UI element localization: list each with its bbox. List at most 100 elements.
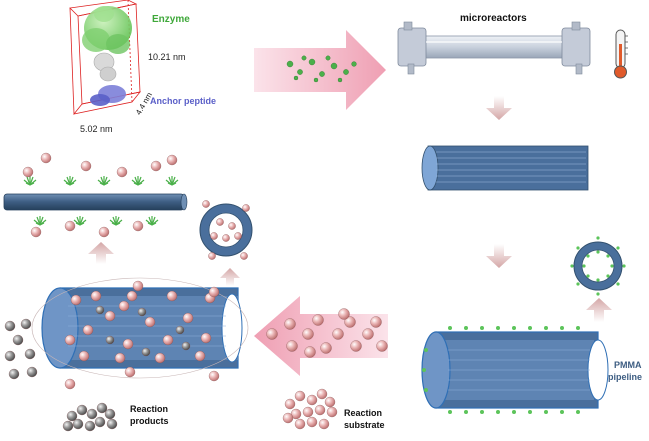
substrate-ball <box>122 338 134 350</box>
enzyme-decorated-rod <box>3 193 188 211</box>
substrate-ball <box>320 342 332 354</box>
products-cluster <box>62 402 118 432</box>
reaction-products-label-line1: Reaction <box>130 404 169 414</box>
substrate-ball <box>116 166 128 178</box>
substrate-ball <box>126 290 138 302</box>
substrate-ball <box>154 352 166 364</box>
pmma-label-line2: pipeline <box>608 372 643 382</box>
product-ball <box>137 307 147 317</box>
product-ball <box>84 420 96 432</box>
substrate-ball <box>208 370 220 382</box>
product-ball <box>8 368 20 380</box>
down-arrow-1 <box>486 96 512 120</box>
substrate-ball <box>350 340 362 352</box>
product-ball <box>76 404 88 416</box>
substrate-ball <box>30 226 42 238</box>
anchor-peptide-label: Anchor peptide <box>150 96 217 106</box>
substrate-ball <box>240 252 248 260</box>
substrate-ball <box>64 378 76 390</box>
substrate-ball <box>182 312 194 324</box>
down-arrow-2 <box>486 244 512 268</box>
product-ball <box>12 334 24 346</box>
substrate-ball <box>216 218 224 226</box>
substrate-ball <box>306 394 318 406</box>
substrate-ball <box>324 396 336 408</box>
substrate-ball <box>294 390 306 402</box>
product-ball <box>20 318 32 330</box>
substrate-ball <box>98 226 110 238</box>
microreactor-tube <box>397 21 591 75</box>
substrate-ball <box>132 220 144 232</box>
substrate-ball <box>228 222 236 230</box>
free-products <box>4 318 38 380</box>
substrate-ball <box>370 316 382 328</box>
product-ball <box>95 305 105 315</box>
product-ball <box>141 347 151 357</box>
substrate-ball <box>312 314 324 326</box>
product-ball <box>104 408 116 420</box>
height-dimension-label: 10.21 nm <box>148 52 186 62</box>
enzyme-sprig <box>109 216 123 226</box>
substrate-ball <box>242 204 250 212</box>
reaction-products-label-line2: products <box>130 416 169 426</box>
product-ball <box>26 366 38 378</box>
substrate-ball <box>208 252 216 260</box>
substrate-ball <box>338 308 350 320</box>
reactor-cutaway <box>421 145 589 191</box>
enzyme-sprig <box>33 216 47 226</box>
substrate-ball <box>286 340 298 352</box>
pipeline-cross-section-right <box>570 236 626 296</box>
substrate-ball <box>294 418 306 430</box>
substrate-ball <box>362 328 374 340</box>
product-ball <box>94 416 106 428</box>
substrate-ball <box>70 294 82 306</box>
arrow-substrate-into-reactor <box>254 296 388 376</box>
enzyme-sprig <box>145 216 159 226</box>
substrate-ball <box>302 406 314 418</box>
pmma-pipeline <box>421 326 609 414</box>
reaction-substrate-label-line2: substrate <box>344 420 385 430</box>
substrate-ball <box>104 310 116 322</box>
substrate-ball <box>306 416 318 428</box>
product-ball <box>181 341 191 351</box>
substrate-ball <box>234 232 242 240</box>
substrate-ball <box>132 280 144 292</box>
product-ball <box>72 418 84 430</box>
up-arrow-pmma <box>586 298 612 322</box>
enzyme-sprig <box>73 216 87 226</box>
substrate-ball <box>22 166 34 178</box>
product-ball <box>86 408 98 420</box>
substrate-ball <box>332 328 344 340</box>
substrate-ball <box>200 332 212 344</box>
substrate-ball <box>64 220 76 232</box>
enzyme-sprig <box>97 176 111 186</box>
anchor-peptide-blob <box>90 85 126 106</box>
pipeline-cross-section-left <box>199 203 253 257</box>
arrow-enzyme-to-reactor <box>254 30 386 110</box>
substrate-ball <box>144 316 156 328</box>
microreactors-label: microreactors <box>460 13 527 24</box>
substrate-ball <box>344 316 356 328</box>
substrate-ball <box>40 152 52 164</box>
substrate-cluster <box>282 388 338 430</box>
immobilized-enzymes <box>422 326 580 414</box>
enzyme-protein-blob <box>82 6 132 54</box>
pmma-label-line1: PMMA <box>614 360 642 370</box>
substrate-ball <box>326 406 338 418</box>
substrate-ball <box>124 366 136 378</box>
linker-segment <box>93 52 117 82</box>
enzyme-sprig <box>63 176 77 186</box>
substrate-ball <box>82 324 94 336</box>
up-arrow-ring-left <box>220 268 240 286</box>
substrate-ball <box>114 352 126 364</box>
enzyme-sprig <box>165 176 179 186</box>
substrate-ball <box>282 412 294 424</box>
enzyme-sprig <box>23 176 37 186</box>
product-ball <box>62 420 74 432</box>
substrate-ball <box>194 350 206 362</box>
product-ball <box>66 410 78 422</box>
enzyme-label: Enzyme <box>152 14 190 25</box>
substrate-ball <box>80 160 92 172</box>
substrate-ball <box>78 350 90 362</box>
